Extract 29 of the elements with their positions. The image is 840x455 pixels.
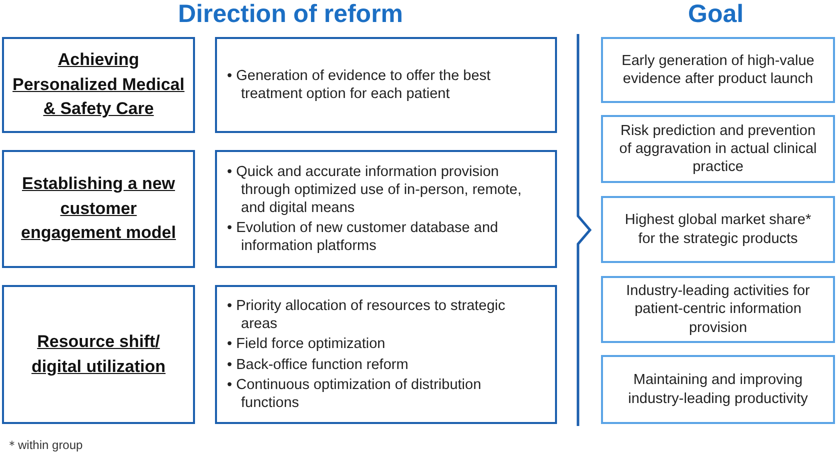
goal-box bbox=[601, 355, 835, 424]
measures-box bbox=[215, 285, 557, 424]
goal-box bbox=[601, 276, 835, 343]
list-item: • Priority allocation of resources to strategic areas bbox=[227, 297, 506, 334]
list-item: • Evolution of new customer database and information platforms bbox=[227, 219, 500, 256]
list-item: • Generation of evidence to offer the best treatment option for each patient bbox=[227, 66, 492, 104]
list-item: • Quick and accurate information provision through optimized use of in-person, remote, and digital means bbox=[227, 162, 522, 218]
goal-text: Risk prediction and prevention of aggravation in actual clinical practice bbox=[619, 122, 817, 176]
list-item: • Back-office function reform bbox=[227, 356, 410, 374]
heading-box bbox=[2, 37, 195, 133]
heading-box bbox=[2, 150, 195, 268]
goal-box bbox=[601, 196, 835, 263]
goal-box bbox=[601, 115, 835, 183]
goal-text: Maintaining and improving industry-leading productivity bbox=[627, 371, 809, 408]
section-title: Direction of reform bbox=[178, 0, 404, 29]
heading-box bbox=[2, 285, 195, 424]
goal-text: Early generation of high-value evidence after product launch bbox=[620, 52, 816, 88]
footnote: ＊within group bbox=[6, 437, 83, 454]
goal-text: Industry-leading activities for patient-centric information provision bbox=[625, 282, 811, 337]
measures-box bbox=[215, 150, 557, 268]
goal-text: Highest global market share* for the strategic products bbox=[624, 211, 812, 248]
list-item: • Field force optimization bbox=[227, 335, 386, 354]
section-title: Goal bbox=[688, 0, 744, 29]
heading-text: Resource shift/ digital utilization bbox=[30, 330, 167, 378]
list-item: • Continuous optimization of distribution functions bbox=[227, 376, 482, 412]
heading-text: Achieving Personalized Medical & Safety Care bbox=[12, 49, 186, 120]
heading-text: Establishing a new customer engagement model bbox=[20, 173, 177, 244]
goal-box bbox=[601, 37, 835, 103]
measures-box bbox=[215, 37, 557, 133]
